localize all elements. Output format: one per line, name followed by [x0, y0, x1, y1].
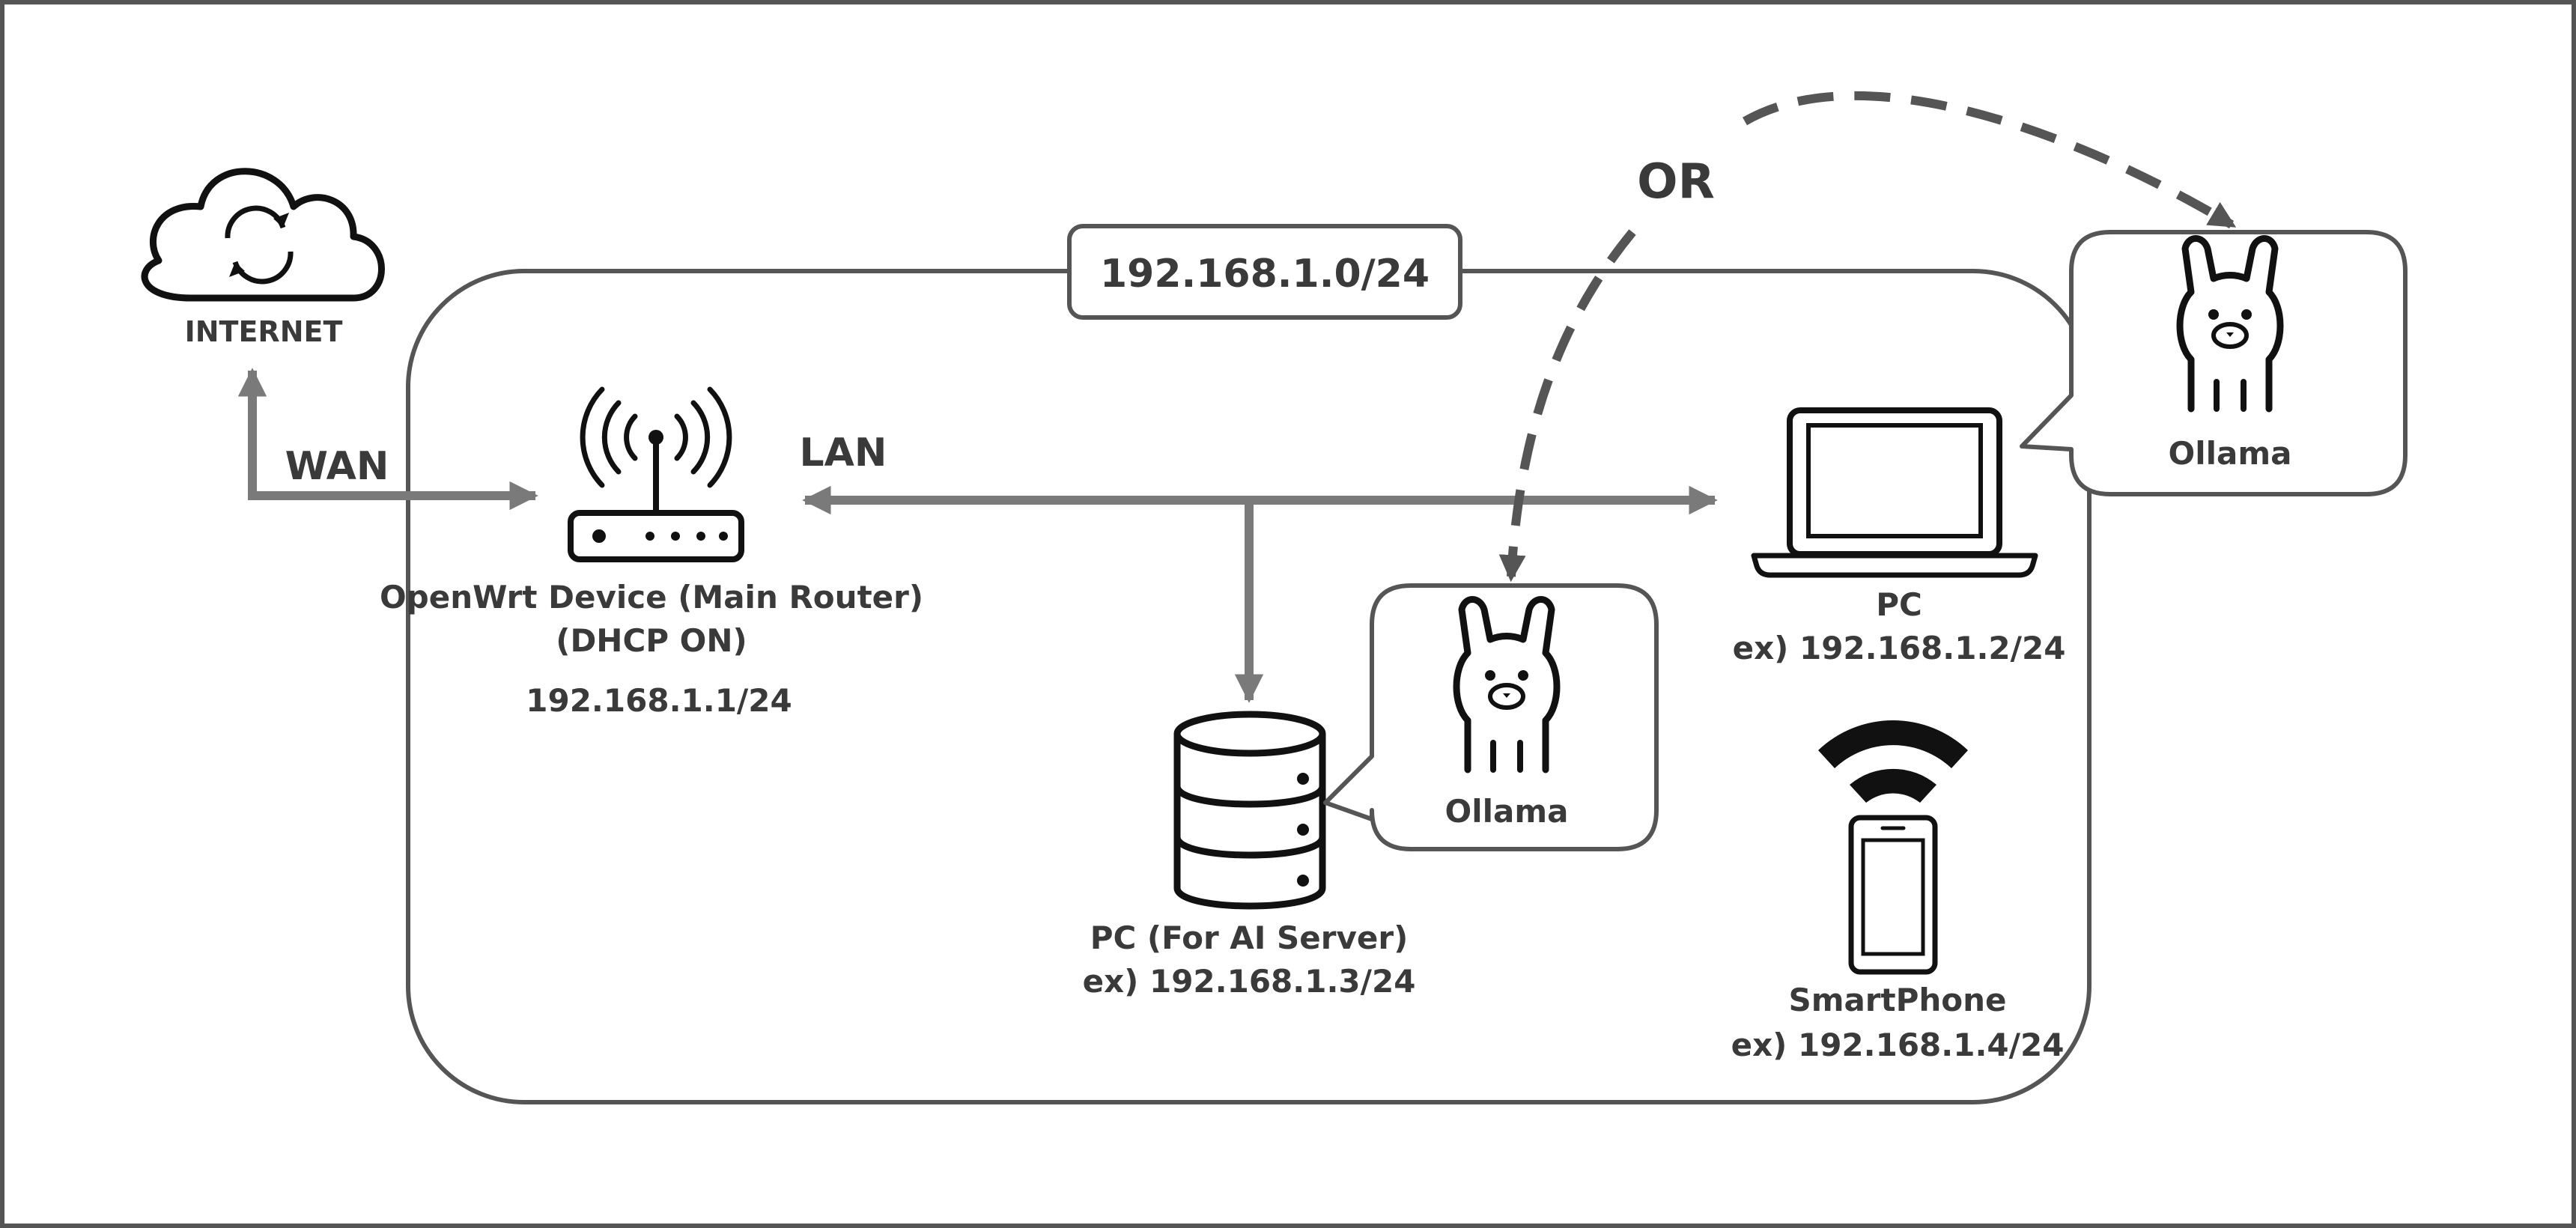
- laptop-name: PC: [1876, 586, 1922, 623]
- or-dashed-arrow-right: [1743, 91, 2237, 229]
- phone-name: SmartPhone: [1788, 982, 2006, 1018]
- lan-label: LAN: [800, 431, 887, 475]
- ai-server-ollama-bubble: Ollama: [1323, 583, 1659, 851]
- or-label: OR: [1637, 154, 1715, 210]
- laptop-ip: ex) 192.168.1.2/24: [1733, 630, 2066, 666]
- internet-label: INTERNET: [185, 315, 343, 348]
- wifi-router-icon: [568, 386, 744, 562]
- ai-server-ip: ex) 192.168.1.3/24: [1083, 963, 1416, 1000]
- ai-server-name: PC (For AI Server): [1090, 920, 1409, 956]
- cloud-sync-icon: [141, 168, 385, 302]
- router-ip: 192.168.1.1/24: [526, 682, 792, 719]
- smartphone-icon: [1848, 815, 1938, 975]
- or-dashed-arrow-down: [1498, 229, 1636, 583]
- wan-label: WAN: [285, 444, 389, 489]
- laptop-icon: [1751, 407, 2038, 578]
- laptop-ollama-bubble: Ollama: [2020, 230, 2408, 496]
- router-name: OpenWrt Device (Main Router): [380, 579, 923, 615]
- ai-server-ollama-label: Ollama: [1445, 793, 1569, 830]
- phone-ip: ex) 192.168.1.4/24: [1731, 1027, 2065, 1063]
- database-server-icon: [1173, 711, 1326, 910]
- subnet-label-box: 192.168.1.0/24: [1067, 224, 1462, 320]
- laptop-ollama-label: Ollama: [2169, 435, 2292, 472]
- subnet-label: 192.168.1.0/24: [1100, 252, 1430, 297]
- router-dhcp: (DHCP ON): [556, 622, 747, 659]
